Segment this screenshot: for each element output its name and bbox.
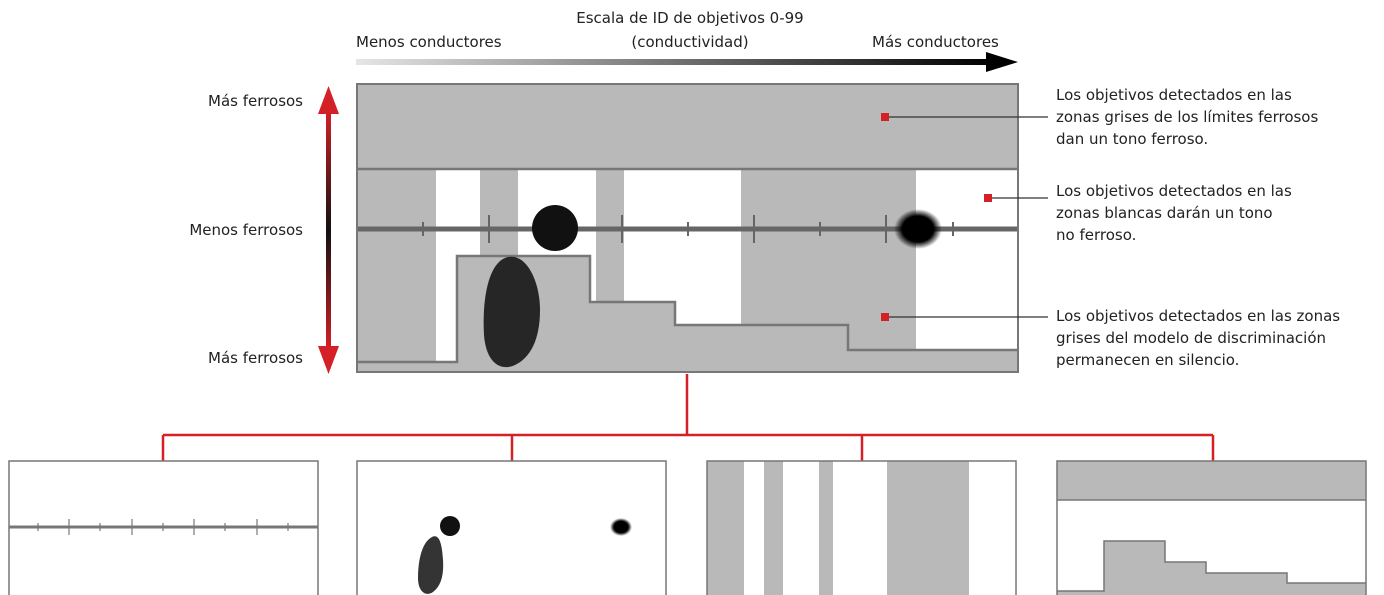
less-conductive-label: Menos conductores — [356, 33, 502, 51]
breakdown-columns — [706, 460, 1017, 595]
conductivity-arrow — [356, 52, 1018, 72]
pointer-marker — [881, 313, 889, 321]
note-white-zones: Los objetivos detectados en las zonas bl… — [1056, 180, 1292, 246]
note-line: Los objetivos detectados en las — [1056, 86, 1292, 104]
main-panel — [357, 84, 1018, 372]
target-trail — [483, 256, 540, 368]
pointer-marker — [881, 113, 889, 121]
note-ferrous-limits: Los objetivos detectados en las zonas gr… — [1056, 84, 1318, 150]
note-line: zonas grises de los límites ferrosos — [1056, 108, 1319, 126]
target-blob — [532, 205, 578, 251]
note-line: zonas blancas darán un tono — [1056, 204, 1273, 222]
ferrous-arrow — [318, 86, 339, 374]
more-ferrous-top-label: Más ferrosos — [208, 92, 303, 110]
note-pointers — [885, 116, 1048, 318]
connector-tree — [161, 374, 1215, 461]
more-conductive-label: Más conductores — [872, 33, 999, 51]
pointer-marker — [984, 194, 992, 202]
note-line: Los objetivos detectados en las zonas — [1056, 307, 1341, 325]
note-line: grises del modelo de discriminación — [1056, 329, 1326, 347]
target-blob — [894, 209, 942, 249]
breakdown-pattern — [1056, 460, 1367, 595]
scale-subtitle: (conductividad) — [631, 33, 749, 51]
scale-title: Escala de ID de objetivos 0-99 — [576, 9, 804, 27]
discrimination-column — [357, 169, 436, 372]
note-line: Los objetivos detectados en las — [1056, 182, 1292, 200]
note-line: no ferroso. — [1056, 226, 1137, 244]
main-panel-border — [356, 83, 1019, 373]
breakdown-targets — [356, 460, 667, 595]
note-discrimination-pattern: Los objetivos detectados en las zonas gr… — [1056, 305, 1340, 371]
breakdown-id-scale — [8, 460, 319, 595]
note-line: permanecen en silencio. — [1056, 351, 1240, 369]
more-ferrous-bottom-label: Más ferrosos — [208, 349, 303, 367]
ferrous-limit-zone — [357, 84, 1018, 169]
less-ferrous-label: Menos ferrosos — [189, 221, 303, 239]
note-line: dan un tono ferroso. — [1056, 130, 1209, 148]
